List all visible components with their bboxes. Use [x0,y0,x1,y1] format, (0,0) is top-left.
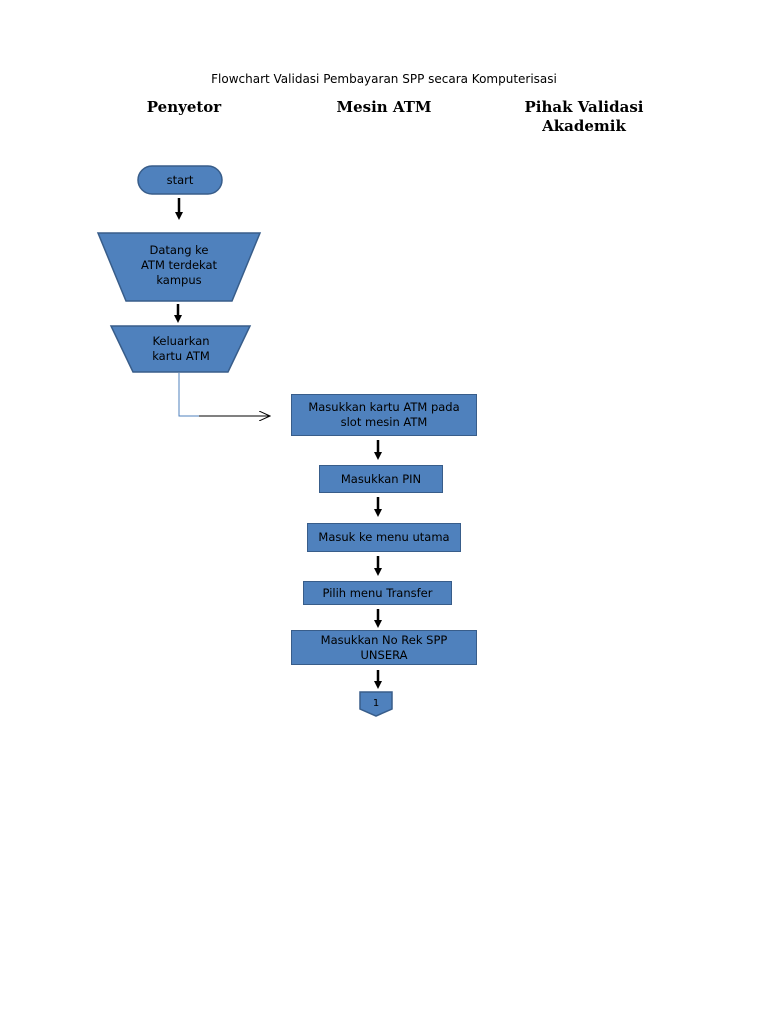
connector-label: 1 [372,698,380,709]
datang-label: Datang ke ATM terdekat kampus [140,243,218,287]
lane-header-pihak-validasi: Pihak Validasi Akademik [524,98,644,135]
process-masukkan-pin: Masukkan PIN [319,465,443,493]
process-masukkan-kartu: Masukkan kartu ATM pada slot mesin ATM [291,394,477,436]
datang-manual-operation-shape [96,232,262,302]
off-page-connector-shape [359,691,393,717]
lane-header-penyetor: Penyetor [146,98,222,116]
lane-header-mesin-atm: Mesin ATM [336,98,432,116]
keluarkan-manual-operation-shape [109,325,252,373]
process-masukkan-rek: Masukkan No Rek SPP UNSERA [291,630,477,665]
keluarkan-label: Keluarkan kartu ATM [152,334,210,363]
start-label: start [166,173,194,187]
diagram-title: Flowchart Validasi Pembayaran SPP secara… [211,72,557,86]
process-menu-utama: Masuk ke menu utama [307,523,461,552]
process-pilih-transfer: Pilih menu Transfer [303,581,452,605]
start-terminator-shape [137,165,223,195]
connector-keluarkan-to-kartu [178,373,199,417]
